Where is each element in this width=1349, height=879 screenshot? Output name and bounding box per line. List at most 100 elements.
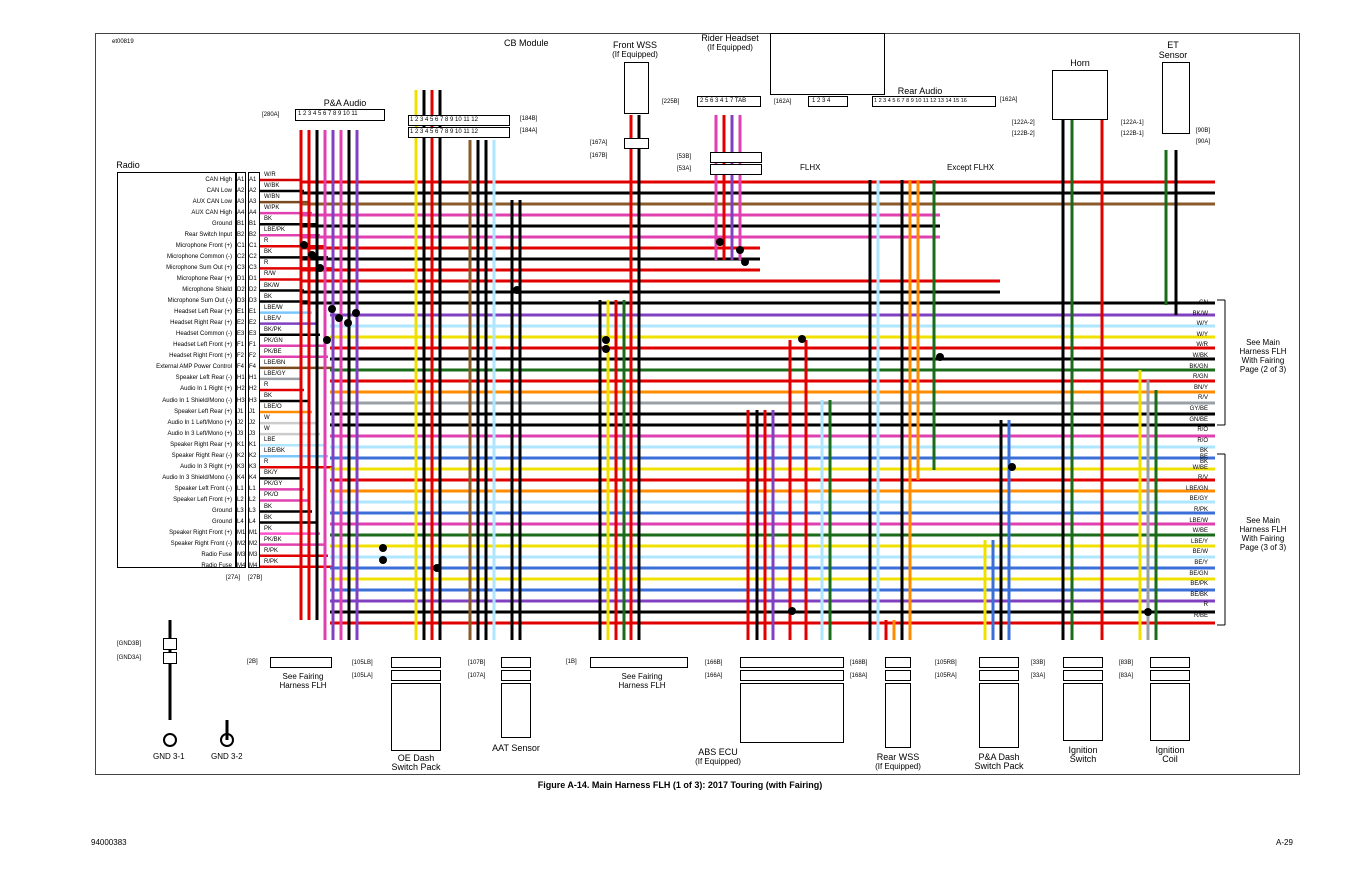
- rear-audio-conn-right: [162A]: [1000, 97, 1018, 103]
- rider-headset-conn-a: [53A]: [677, 166, 692, 172]
- doc-number: 94000383: [91, 838, 127, 847]
- radio-pin-id: K2: [237, 452, 245, 459]
- splice-dot-10: [433, 564, 441, 572]
- horn-conn-b2: [122B-2]: [1012, 131, 1035, 137]
- radio-pin-id: A1: [249, 176, 257, 183]
- oe-dash-body: [391, 683, 441, 751]
- radio-pin-id: L1: [249, 485, 256, 492]
- et-conn-b: [90B]: [1196, 128, 1211, 134]
- diagram-frame: [95, 33, 1300, 775]
- radio-pin-label: Audio In 3 Left/Mono (+): [167, 430, 232, 437]
- horn-conn-b1: [122B-1]: [1121, 131, 1144, 137]
- front-wss-conn-b: [167B]: [590, 153, 608, 159]
- radio-pin-label: Headset Right Rear (+): [170, 320, 232, 327]
- radio-wire-label: LBE/GY: [264, 370, 286, 377]
- aat-title: AAT Sensor: [492, 743, 540, 753]
- right-edge-wire-label: BK/GN: [1189, 363, 1208, 370]
- radio-pin-label: Microphone Rear (+): [176, 275, 232, 282]
- radio-pin-id: F2: [237, 353, 245, 360]
- splice-dot-15: [736, 246, 744, 254]
- right-edge-wire-label: R/O: [1197, 427, 1208, 434]
- ign-switch-conn-b: [33B]: [1031, 660, 1046, 666]
- radio-pin-label: Headset Right Front (+): [169, 353, 232, 360]
- pa-dash-conn-b: [105RB]: [935, 660, 957, 666]
- splice-dot-13: [602, 336, 610, 344]
- right-edge-wire-label: LBE/GN: [1185, 485, 1208, 492]
- splice-dot-1: [308, 251, 316, 259]
- radio-wire-label: PK/BE: [264, 348, 282, 355]
- rear-wss-title: Rear WSS: [876, 752, 920, 762]
- radio-pin-id: C2: [237, 253, 245, 260]
- radio-pin-id: F1: [249, 342, 257, 349]
- radio-pin-label: Audio In 1 Left/Mono (+): [167, 419, 232, 426]
- right-edge-wire-label: BE/BK: [1190, 591, 1208, 598]
- cb-pins-a: 1 2 3 4 5 6 7 8 9 10 11 12: [410, 129, 478, 135]
- gnd31-label: GND 3-1: [153, 752, 185, 761]
- see-main-2: See Main Harness FLH With Fairing Page (…: [1239, 338, 1287, 374]
- radio-title: Radio: [116, 160, 140, 170]
- right-edge-wire-label: GN/BE: [1189, 416, 1208, 423]
- right-edge-wire-label: R/PK: [1193, 507, 1208, 513]
- radio-pin-id: K3: [237, 463, 245, 470]
- radio-pin-label: CAN Low: [206, 187, 232, 194]
- gnd3a-label: [GND3A]: [117, 655, 142, 661]
- flhx-label: FLHX: [800, 163, 821, 172]
- radio-pin-id: M2: [249, 541, 258, 548]
- radio-conn-27a: [236, 172, 246, 568]
- front-wss-title: Front WSS: [612, 40, 657, 50]
- cb-conn-184b: [408, 115, 510, 126]
- radio-pin-id: B1: [237, 220, 245, 227]
- pa-dash-conn-a: [105RA]: [935, 673, 957, 679]
- right-edge-wire-label: W/Y: [1196, 321, 1208, 328]
- ground-terminal-1: [163, 733, 177, 747]
- radio-pin-label: Speaker Left Rear (+): [174, 408, 232, 415]
- radio-wire-label: LBE/BN: [264, 359, 286, 366]
- radio-pin-id: C3: [249, 264, 257, 271]
- splice-dot-20: [1008, 463, 1016, 471]
- right-edge-wire-label: R/V: [1197, 475, 1208, 482]
- radio-wire-label: PK/O: [264, 492, 279, 499]
- radio-conn-27b: [248, 172, 260, 568]
- radio-wire-label: PK/GN: [264, 337, 283, 344]
- radio-pin-id: D1: [237, 275, 245, 282]
- oe-dash-title2: Switch Pack: [391, 762, 441, 772]
- radio-pin-label: Audio In 3 Right (+): [180, 463, 232, 470]
- radio-pin-label: Radio Fuse: [201, 563, 232, 570]
- right-edge-wire-label: GN: [1199, 300, 1208, 306]
- right-edge-wire-label: LBE/W: [1189, 517, 1208, 524]
- horn-conn-a1: [122A-1]: [1121, 120, 1144, 126]
- radio-pin-id: M1: [237, 530, 246, 537]
- conn-2b-label: [2B]: [247, 659, 258, 665]
- radio-wire-label: W/PK: [264, 205, 280, 212]
- radio-pin-id: J2: [237, 419, 244, 426]
- cb-conn-184a: [408, 127, 510, 138]
- rear-wss-conn-a: [168A]: [850, 673, 868, 679]
- radio-pin-id: H1: [237, 375, 245, 382]
- radio-pin-id: L2: [237, 496, 244, 503]
- radio-pin-id: K3: [249, 463, 257, 470]
- radio-wire-label: R/PK: [264, 547, 279, 554]
- et-conn-a: [90A]: [1196, 139, 1211, 145]
- right-edge-wire-label: BK: [1199, 448, 1208, 455]
- see-fairing-2: See Fairing Harness FLH: [618, 672, 666, 690]
- conn-2b: [270, 657, 332, 668]
- aat-conn-a: [107A]: [468, 673, 486, 679]
- radio-pin-label: Audio In 3 Shield/Mono (-): [162, 474, 232, 481]
- radio-wire-label: PK/BK: [264, 536, 282, 543]
- radio-pin-label: AUX CAN High: [191, 209, 232, 216]
- figure-caption: Figure A-14. Main Harness FLH (1 of 3): …: [537, 780, 823, 790]
- radio-pin-id: A4: [237, 209, 245, 216]
- rear-audio-pins-left: 1 2 3 4: [812, 98, 831, 104]
- rear-wss-conn-a-box: [885, 670, 911, 681]
- pa-audio-connector: [295, 109, 385, 121]
- gnd32-label: GND 3-2: [211, 752, 243, 761]
- splice-dot-11: [513, 286, 521, 294]
- radio-wire-label: R: [264, 459, 269, 466]
- radio-pin-id: J3: [249, 430, 256, 437]
- radio-pin-label: Speaker Right Front (+): [169, 530, 232, 537]
- ign-switch-conn-b-box: [1063, 657, 1103, 668]
- radio-pin-id: C2: [249, 253, 257, 260]
- right-edge-wire-label: BK: [1199, 459, 1208, 465]
- cb-conn-b-label: [184B]: [520, 116, 538, 122]
- right-edge-wire-label: W/BE: [1192, 464, 1208, 471]
